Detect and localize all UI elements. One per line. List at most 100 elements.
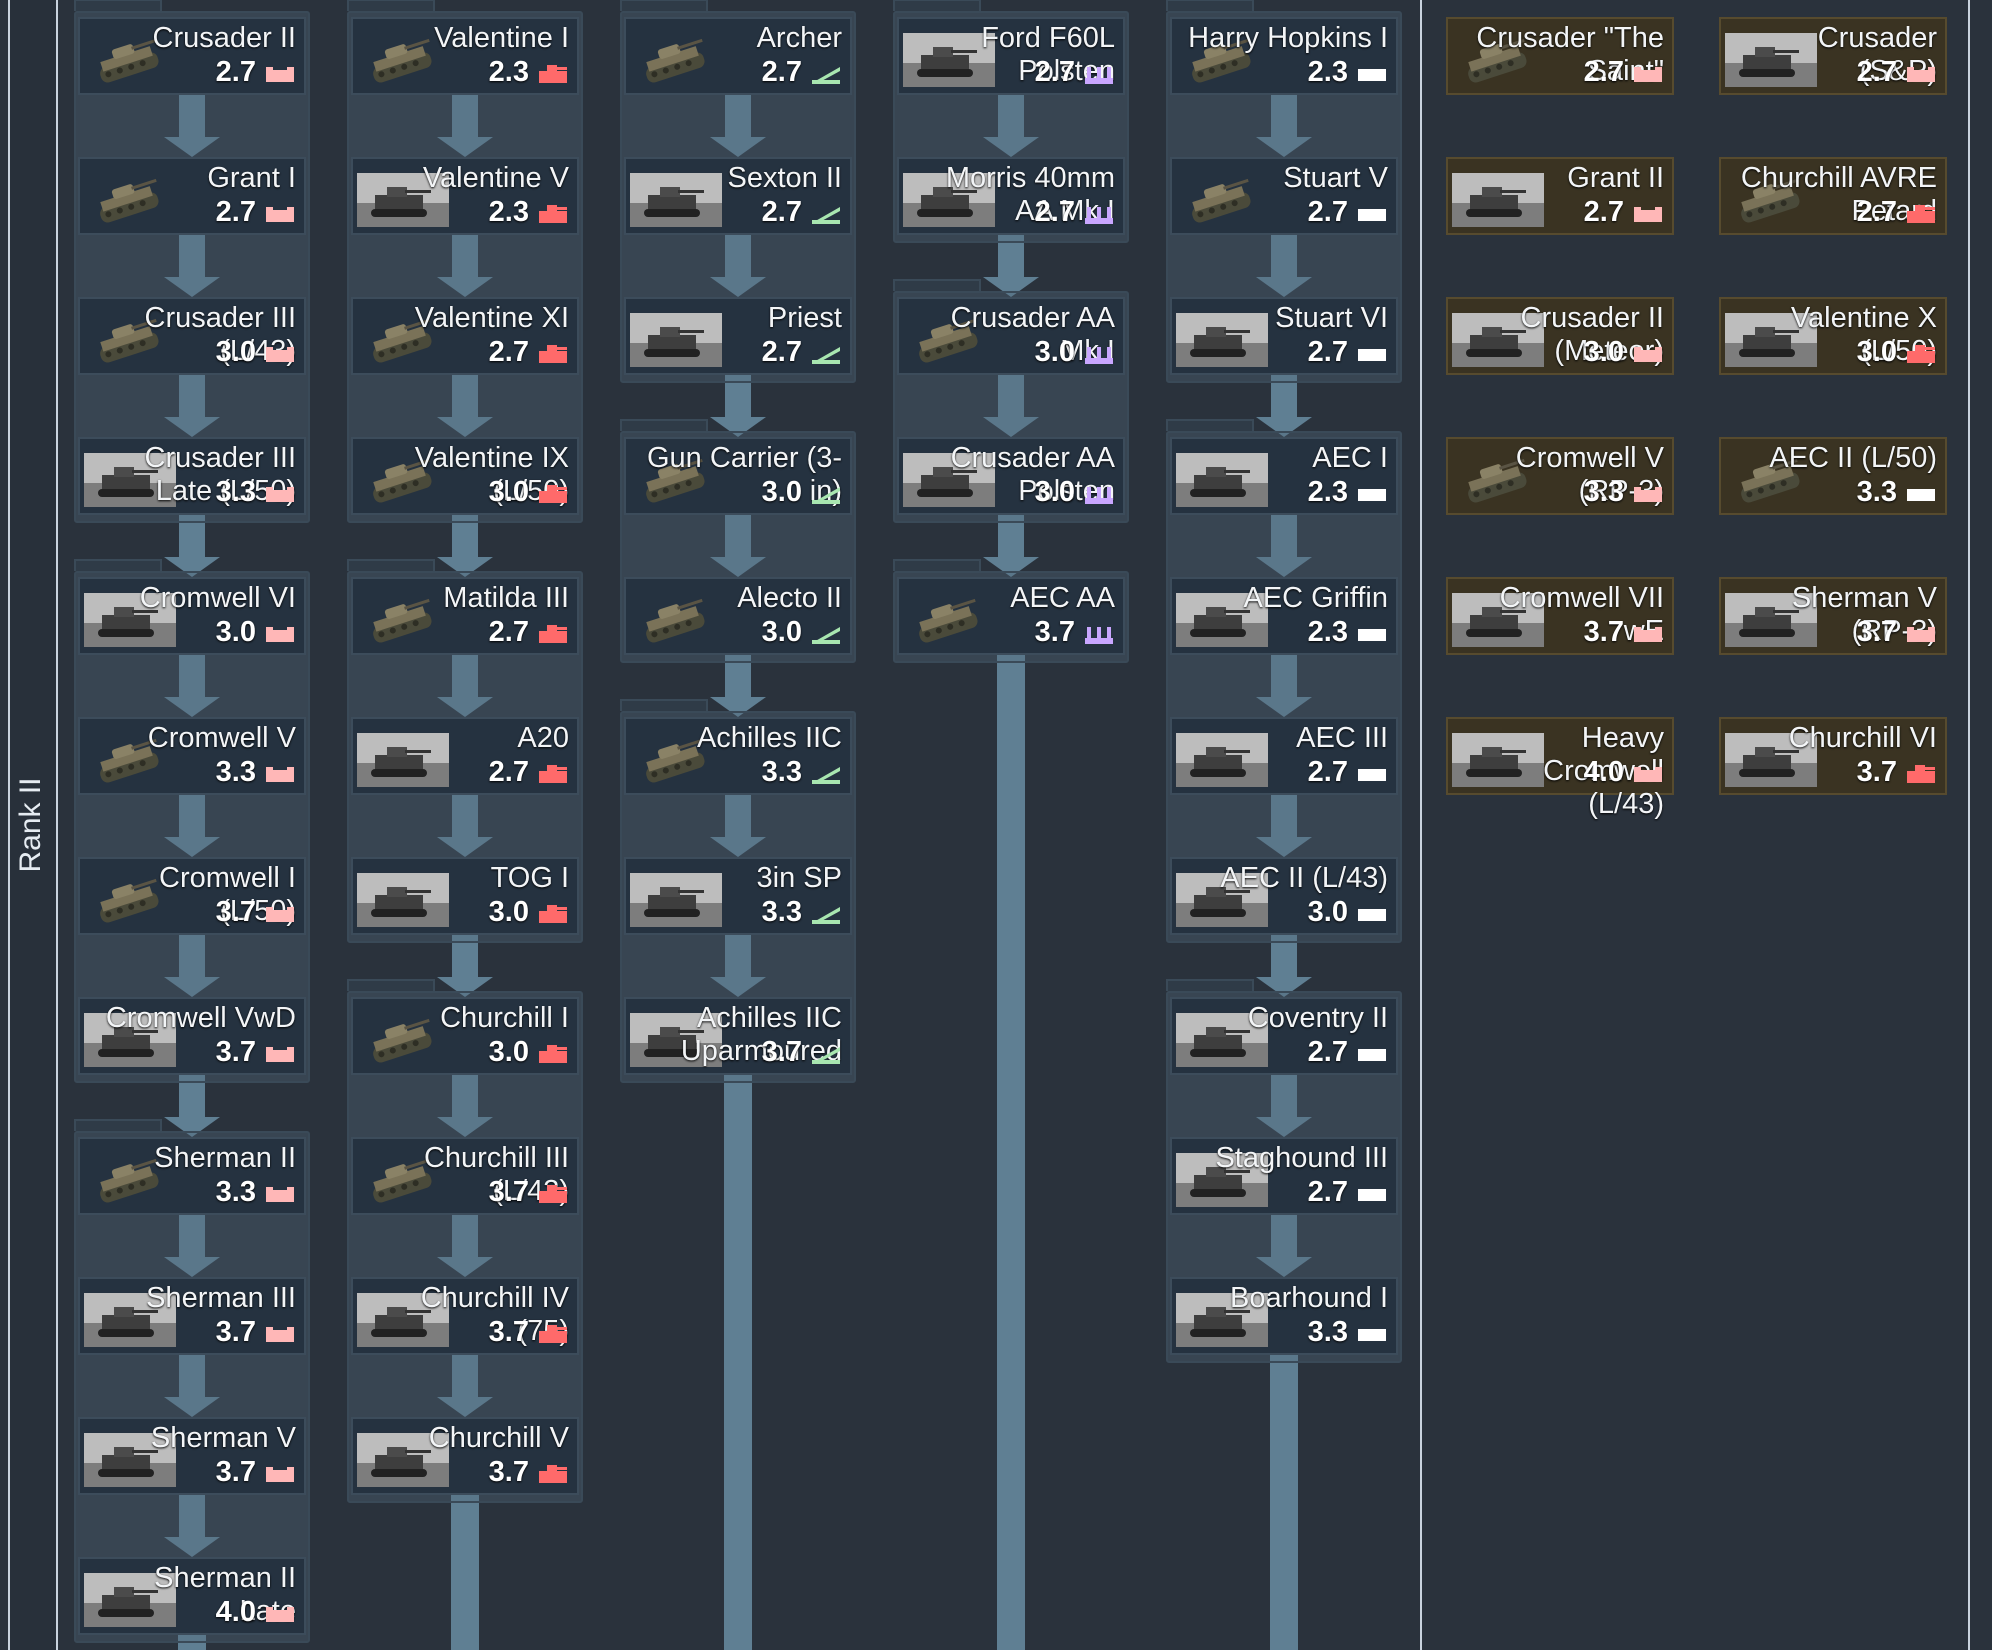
- light-class-icon: [1905, 483, 1937, 505]
- vehicle-card[interactable]: Cromwell VII wE3.7: [1446, 577, 1674, 655]
- battle-rating: 3.0: [1584, 336, 1624, 369]
- vehicle-name: Sexton II: [640, 162, 842, 195]
- battle-rating: 3.3: [1857, 476, 1897, 509]
- vehicle-name: Stuart V: [1186, 162, 1388, 195]
- medium-class-icon: [264, 483, 296, 505]
- battle-rating: 3.0: [489, 1036, 529, 1069]
- light-class-icon: [1356, 203, 1388, 225]
- battle-rating: 2.7: [1035, 196, 1075, 229]
- vehicle-card[interactable]: Cromwell I (L/50)3.7: [78, 857, 306, 935]
- vehicle-card[interactable]: Crusader III Late (L/50)3.3: [78, 437, 306, 515]
- branch-continuation-line: [451, 1495, 479, 1650]
- vehicle-card[interactable]: Sherman II Late4.0: [78, 1557, 306, 1635]
- td-class-icon: [810, 623, 842, 645]
- light-class-icon: [1356, 63, 1388, 85]
- battle-rating: 3.0: [1857, 336, 1897, 369]
- vehicle-card[interactable]: Valentine X (L/50)3.0: [1719, 297, 1947, 375]
- medium-class-icon: [264, 763, 296, 785]
- heavy-class-icon: [1905, 203, 1937, 225]
- medium-class-icon: [1632, 483, 1664, 505]
- branch-continuation-line: [997, 655, 1025, 1650]
- vehicle-name: Valentine V: [367, 162, 569, 195]
- battle-rating: 3.0: [1035, 476, 1075, 509]
- medium-class-icon: [264, 903, 296, 925]
- vehicle-name: 3in SP: [640, 862, 842, 895]
- vehicle-card[interactable]: Crusader "The Saint"2.7: [1446, 17, 1674, 95]
- medium-class-icon: [1632, 203, 1664, 225]
- vehicle-name: Grant II: [1462, 162, 1664, 195]
- medium-class-icon: [264, 63, 296, 85]
- spaa-class-icon: [1083, 483, 1115, 505]
- battle-rating: 2.7: [1308, 1036, 1348, 1069]
- heavy-class-icon: [537, 203, 569, 225]
- group-folder-tab: [620, 0, 708, 11]
- td-class-icon: [810, 1043, 842, 1065]
- battle-rating: 3.7: [1857, 616, 1897, 649]
- heavy-class-icon: [537, 1043, 569, 1065]
- vehicle-card[interactable]: Churchill III (L/43)3.7: [351, 1137, 579, 1215]
- vehicle-name: Sherman V: [94, 1422, 296, 1455]
- vehicle-card[interactable]: Cromwell V (RP-3)3.3: [1446, 437, 1674, 515]
- vehicle-card[interactable]: Sherman V (RP-3)3.7: [1719, 577, 1947, 655]
- vehicle-card[interactable]: Heavy Cromwell (L/43)4.0: [1446, 717, 1674, 795]
- vehicle-card[interactable]: Gun Carrier (3-in)3.0: [624, 437, 852, 515]
- vehicle-card[interactable]: Crusader (S&P)2.7: [1719, 17, 1947, 95]
- vehicle-card[interactable]: Churchill IV (75)3.7: [351, 1277, 579, 1355]
- vehicle-card[interactable]: Crusader III (L/43)3.0: [78, 297, 306, 375]
- battle-rating: 2.7: [1035, 56, 1075, 89]
- battle-rating: 3.3: [216, 476, 256, 509]
- vehicle-card[interactable]: AEC II (L/50)3.3: [1719, 437, 1947, 515]
- battle-rating: 2.3: [489, 196, 529, 229]
- light-class-icon: [1356, 343, 1388, 365]
- vehicle-card[interactable]: Valentine IX (L/50)3.0: [351, 437, 579, 515]
- vehicle-card[interactable]: Crusader AA Mk I3.0: [897, 297, 1125, 375]
- vehicle-card[interactable]: Crusader II (Meteor)3.0: [1446, 297, 1674, 375]
- vehicle-name: Churchill V: [367, 1422, 569, 1455]
- battle-rating: 2.7: [762, 336, 802, 369]
- battle-rating: 2.7: [762, 56, 802, 89]
- vehicle-name: AEC II (L/43): [1186, 862, 1388, 895]
- vehicle-card[interactable]: AEC II (L/43)3.0: [1170, 857, 1398, 935]
- light-class-icon: [1356, 1323, 1388, 1345]
